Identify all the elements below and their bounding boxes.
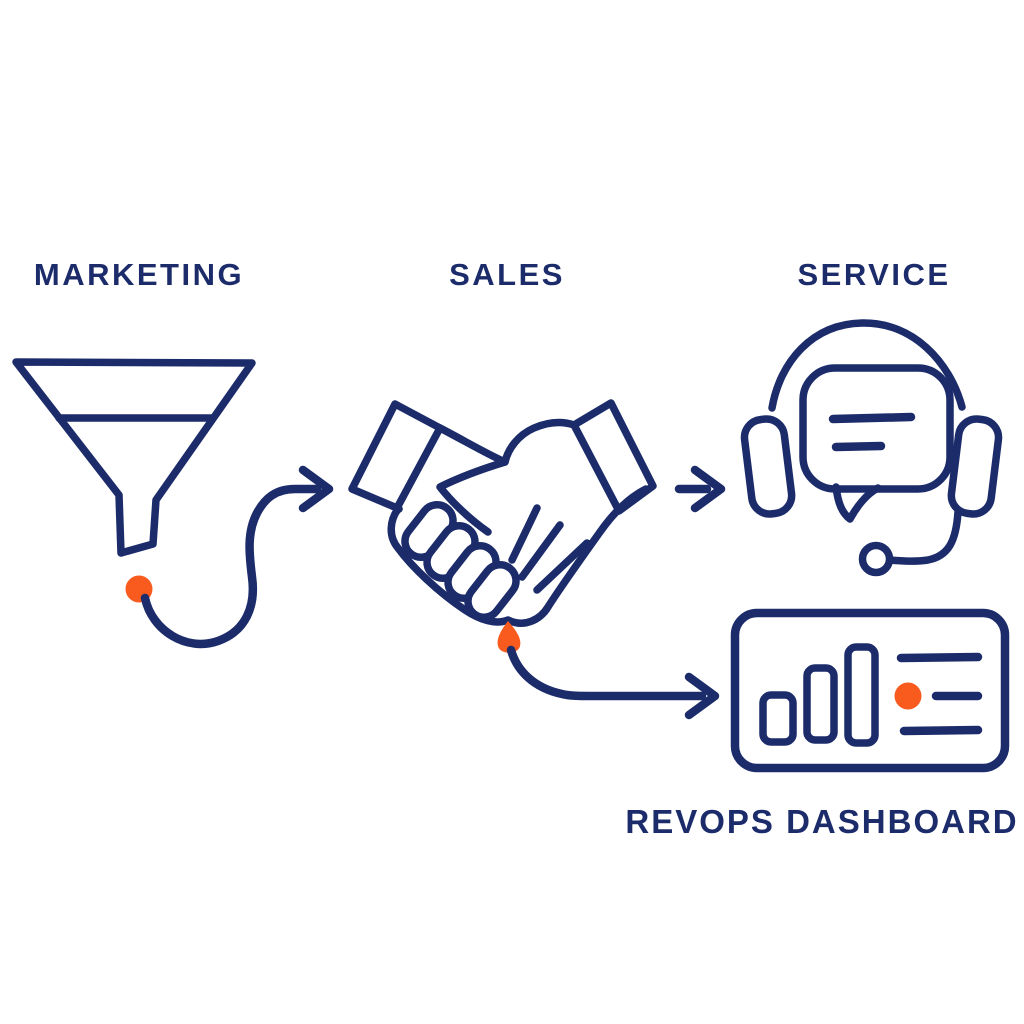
bar-tall — [844, 643, 879, 747]
upper-hand-finger-lines — [508, 504, 591, 594]
thumb — [436, 458, 509, 536]
list-line-bottom — [899, 725, 983, 736]
bar-small — [759, 691, 797, 746]
left-cuff — [348, 400, 444, 512]
list-bullet-dot — [894, 682, 922, 710]
service-label: SERVICE — [797, 257, 951, 292]
handshake-icon — [348, 399, 657, 627]
fist-bottom-contour — [387, 485, 650, 627]
right-cuff — [570, 399, 657, 515]
finger-4 — [464, 561, 520, 621]
left-wrist-joint — [393, 504, 403, 513]
knuckle-fingers — [401, 501, 520, 621]
finger-line-1 — [508, 504, 541, 564]
dashboard-card — [730, 608, 1010, 773]
microphone-boom — [886, 508, 962, 565]
arrowhead — [690, 465, 726, 513]
list-line-top — [896, 652, 983, 663]
speech-bubble — [799, 364, 954, 493]
curved-arrow-handshake-to-dashboard — [497, 621, 720, 720]
arrowhead — [684, 672, 720, 720]
right-ear-cup — [947, 415, 1003, 518]
sales-label: SALES — [449, 257, 565, 292]
hands-top-contour — [436, 418, 578, 466]
funnel-icon — [12, 358, 256, 557]
funnel-outline — [12, 358, 256, 557]
curved-connector-path — [140, 484, 322, 649]
dashboard-bar-chart-card-icon — [730, 608, 1010, 773]
straight-arrow-handshake-to-service — [674, 465, 726, 513]
revops-dashboard-label: REVOPS DASHBOARD — [625, 803, 1019, 840]
bar-chart — [759, 643, 879, 747]
microphone-tip — [858, 541, 894, 577]
arrowhead — [298, 465, 334, 513]
lead-drop — [497, 621, 521, 653]
bubble-text-line-short — [831, 441, 886, 452]
dashboard-list — [894, 652, 983, 736]
bubble-text-line-long — [828, 412, 916, 424]
curved-connector-path — [506, 645, 707, 701]
speech-bubble-tail — [832, 483, 882, 523]
finger-line-3 — [533, 539, 591, 594]
left-ear-cup — [740, 415, 796, 518]
headband — [768, 319, 966, 412]
headset-speech-bubble-icon — [740, 319, 1003, 577]
curved-arrow-funnel-to-handshake — [125, 465, 334, 649]
bar-medium — [803, 664, 838, 744]
marketing-label: MARKETING — [33, 257, 245, 292]
finger-line-2 — [518, 521, 564, 581]
